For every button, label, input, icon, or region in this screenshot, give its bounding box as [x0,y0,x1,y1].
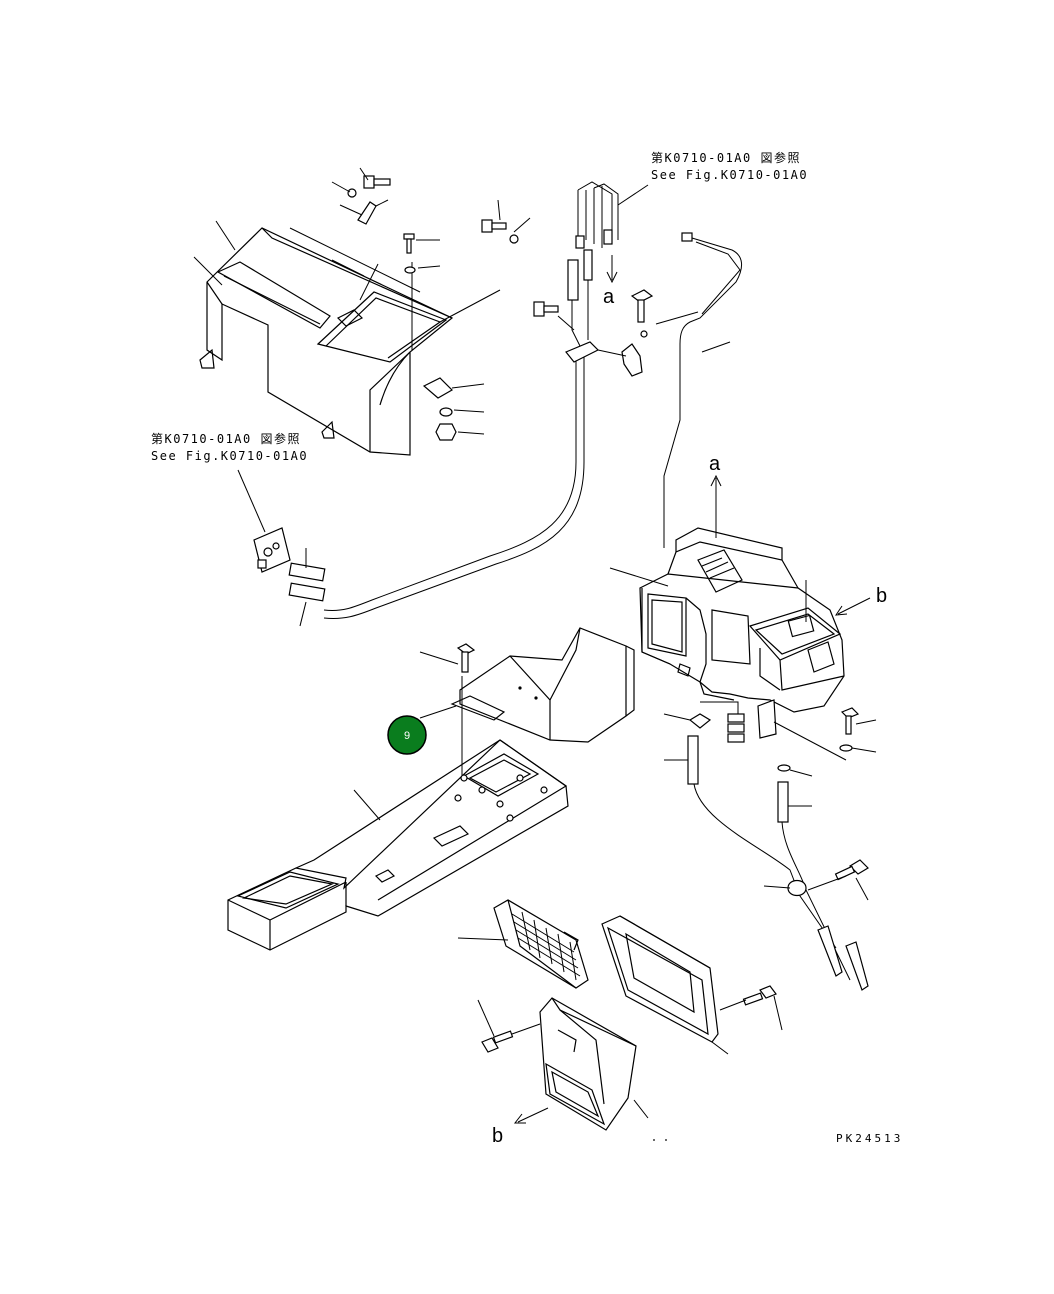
washer-6 [777,764,791,772]
washer-4 [439,407,453,417]
washer-1 [347,188,357,198]
air-filter [493,899,589,989]
air-duct [450,627,635,743]
screw-1 [403,233,415,254]
hose-2 [777,781,789,823]
arrow-a-top [606,255,618,284]
bolt-duct [456,643,476,673]
reference-jp-top: 第K0710-01A0 図参照 [651,150,801,165]
cover-assembly [199,227,454,456]
clamp-pack [727,713,745,743]
cable-end-left [288,548,326,627]
bolt-2 [481,219,507,233]
drawing-code: PK24513 [836,1132,903,1145]
bolt-7 [481,1030,514,1053]
floor-duct [227,739,569,951]
letter-b-bottom: b [492,1125,503,1147]
washer-2 [509,234,519,244]
bolt-6 [742,985,777,1006]
bolt-3 [630,289,654,323]
arrow-b-bottom [513,1107,549,1124]
nut-1 [435,423,457,441]
callout-number: 9 [404,730,410,742]
control-cable [323,181,619,619]
arrow-a-mid [710,474,722,538]
letter-b-right: b [876,585,887,607]
letter-a-mid: a [709,453,721,475]
callout-marker[interactable] [387,715,427,755]
callout-leader [419,705,457,719]
reference-en-left: See Fig.K0710-01A0 [151,449,308,463]
reference-leader-left [237,469,266,533]
outlet-nozzle [539,997,637,1131]
washer-3 [404,266,416,274]
switch-panel [253,527,291,573]
reference-leader-top [617,184,649,206]
drain-hose [693,783,869,991]
filter-case [601,915,729,1055]
bracket-cable [621,343,643,377]
letter-a-top: a [603,286,615,308]
bolt-4 [840,707,860,735]
reference-en-top: See Fig.K0710-01A0 [651,168,808,182]
clip-1 [422,377,453,399]
bolt-5 [834,859,869,881]
arrow-b-right [835,597,871,616]
bracket-2 [757,699,777,739]
reference-jp-left: 第K0710-01A0 図参照 [151,431,301,446]
hose-1 [687,735,699,785]
ac-unit [639,527,845,713]
wire-harness [640,232,742,548]
bolt-cable [533,301,559,317]
washer-5 [839,744,853,752]
nut-2 [688,713,712,729]
bracket-1 [357,201,377,225]
bolt-1 [363,175,391,189]
